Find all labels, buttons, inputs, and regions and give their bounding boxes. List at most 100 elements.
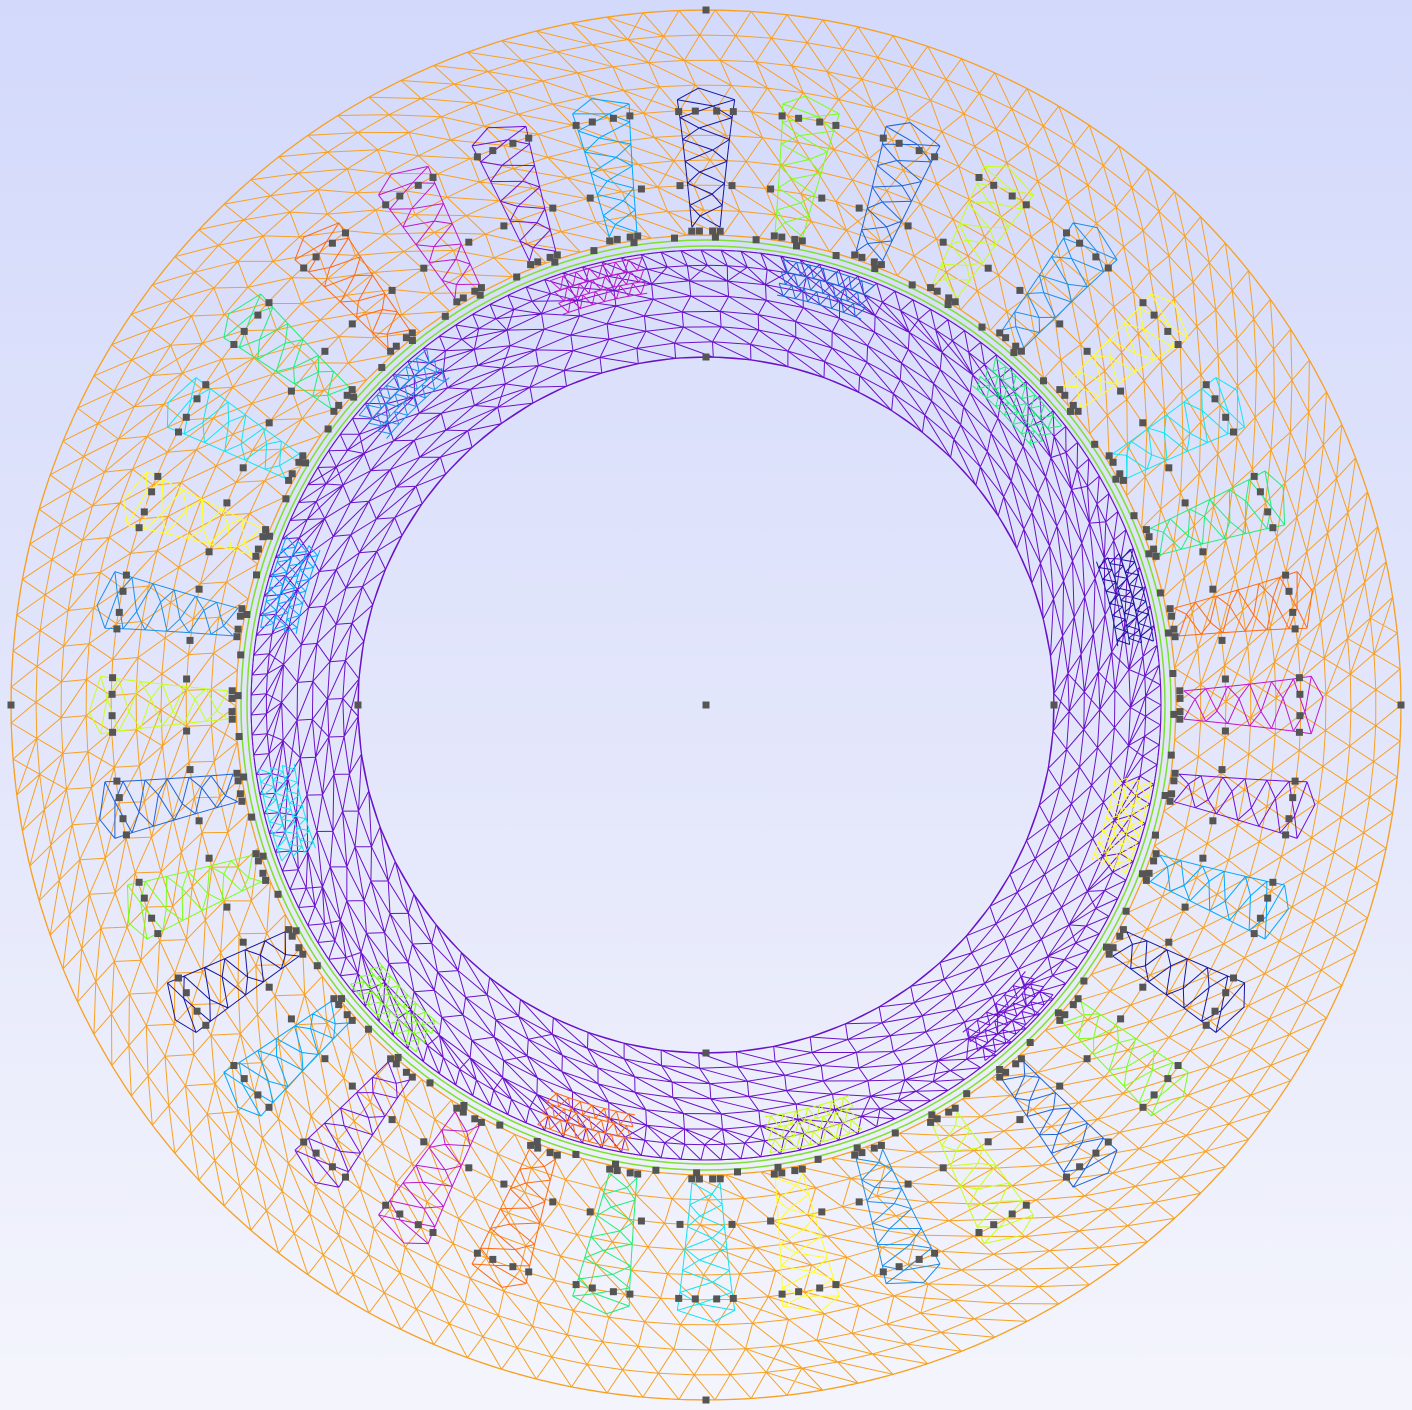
mesh-node[interactable] xyxy=(728,1220,736,1228)
mesh-node[interactable] xyxy=(551,258,559,266)
mesh-node[interactable] xyxy=(408,1073,416,1081)
mesh-node[interactable] xyxy=(963,1090,971,1098)
mesh-node[interactable] xyxy=(729,1294,737,1302)
mesh-node[interactable] xyxy=(990,181,998,189)
mesh-node[interactable] xyxy=(671,234,678,242)
mesh-node[interactable] xyxy=(140,894,148,902)
mesh-node[interactable] xyxy=(108,690,116,698)
mesh-node[interactable] xyxy=(496,1121,504,1129)
mesh-node[interactable] xyxy=(1142,526,1150,534)
mesh-node[interactable] xyxy=(534,258,542,266)
mesh-node[interactable] xyxy=(420,264,428,272)
mesh-node[interactable] xyxy=(1117,387,1125,395)
mesh-node[interactable] xyxy=(586,194,594,202)
mesh-node[interactable] xyxy=(348,1082,356,1090)
mesh-node[interactable] xyxy=(265,299,273,307)
mesh-node[interactable] xyxy=(1074,995,1082,1003)
mesh-node[interactable] xyxy=(939,238,947,246)
mesh-node[interactable] xyxy=(1165,464,1173,472)
mesh-node[interactable] xyxy=(274,890,282,898)
mesh-node[interactable] xyxy=(285,926,293,934)
mesh-node[interactable] xyxy=(1056,1016,1064,1024)
mesh-node[interactable] xyxy=(1222,989,1230,997)
mesh-node[interactable] xyxy=(626,1290,634,1298)
mesh-node[interactable] xyxy=(1122,907,1130,915)
mesh-node[interactable] xyxy=(239,938,247,946)
mesh-node[interactable] xyxy=(115,794,123,802)
mesh-node[interactable] xyxy=(1139,299,1147,307)
mesh-node[interactable] xyxy=(1105,452,1113,460)
mesh-node[interactable] xyxy=(1269,524,1277,532)
mesh-node[interactable] xyxy=(236,790,244,798)
mesh-node[interactable] xyxy=(342,229,349,237)
mesh-node[interactable] xyxy=(119,815,127,823)
mesh-node[interactable] xyxy=(202,381,210,389)
mesh-node[interactable] xyxy=(223,903,231,911)
mesh-node[interactable] xyxy=(870,258,878,266)
mesh-node[interactable] xyxy=(549,1198,557,1206)
mesh-node[interactable] xyxy=(795,1288,803,1296)
mesh-node[interactable] xyxy=(816,118,824,126)
mesh-node[interactable] xyxy=(265,419,273,427)
mesh-node[interactable] xyxy=(328,1163,336,1171)
mesh-node[interactable] xyxy=(335,1001,343,1009)
mesh-node[interactable] xyxy=(429,174,437,181)
mesh-node[interactable] xyxy=(441,312,449,320)
mesh-node[interactable] xyxy=(252,850,260,858)
mesh-node[interactable] xyxy=(1289,608,1297,616)
mesh-node[interactable] xyxy=(533,1138,541,1145)
mesh-node[interactable] xyxy=(1167,751,1175,759)
mesh-node[interactable] xyxy=(1199,548,1207,556)
mesh-node[interactable] xyxy=(675,1294,683,1302)
mesh-node[interactable] xyxy=(1181,499,1189,507)
mesh-node[interactable] xyxy=(1105,950,1113,958)
mesh-node[interactable] xyxy=(612,1160,619,1168)
mesh-node[interactable] xyxy=(1221,727,1229,735)
mesh-node[interactable] xyxy=(1116,470,1124,478)
mesh-node[interactable] xyxy=(778,1169,786,1177)
mesh-node[interactable] xyxy=(527,1141,535,1149)
mesh-node[interactable] xyxy=(1008,192,1016,200)
mesh-node[interactable] xyxy=(1022,201,1030,209)
mesh-node[interactable] xyxy=(1264,508,1272,516)
mesh-node[interactable] xyxy=(1002,334,1010,342)
mesh-node[interactable] xyxy=(676,182,684,190)
mesh-node[interactable] xyxy=(630,239,638,247)
mesh-node[interactable] xyxy=(927,284,935,292)
mesh-node[interactable] xyxy=(1170,625,1178,633)
mesh-node[interactable] xyxy=(870,1144,878,1152)
mesh-node[interactable] xyxy=(459,294,467,302)
mesh-node[interactable] xyxy=(408,337,416,344)
mesh-node[interactable] xyxy=(1010,349,1018,357)
mesh-node[interactable] xyxy=(1076,1163,1084,1171)
mesh-node[interactable] xyxy=(676,1220,684,1228)
mesh-node[interactable] xyxy=(233,633,241,641)
mesh-node[interactable] xyxy=(348,320,356,328)
mesh-node[interactable] xyxy=(818,194,826,202)
mesh-node[interactable] xyxy=(1104,1138,1112,1146)
mesh-node[interactable] xyxy=(933,287,941,295)
mesh-node[interactable] xyxy=(1017,1055,1025,1063)
mesh-node[interactable] xyxy=(473,153,481,161)
mesh-node[interactable] xyxy=(1139,419,1147,427)
mesh-node[interactable] xyxy=(236,612,244,620)
mesh-node[interactable] xyxy=(193,1007,201,1015)
mesh-node[interactable] xyxy=(1130,512,1138,520)
mesh-node[interactable] xyxy=(348,386,356,394)
mesh-node[interactable] xyxy=(240,1075,248,1083)
mesh-node[interactable] xyxy=(285,476,293,484)
mesh-node[interactable] xyxy=(252,552,260,560)
mesh-node[interactable] xyxy=(553,1151,561,1159)
mesh-node[interactable] xyxy=(713,107,721,115)
mesh-node[interactable] xyxy=(915,1255,923,1263)
mesh-node[interactable] xyxy=(500,1180,508,1188)
mesh-node[interactable] xyxy=(1176,708,1184,716)
mesh-node[interactable] xyxy=(1063,1173,1070,1181)
mesh-node[interactable] xyxy=(243,611,251,618)
mesh-node[interactable] xyxy=(1171,769,1179,777)
mesh-node[interactable] xyxy=(299,950,307,958)
mesh-node[interactable] xyxy=(394,1053,402,1061)
mesh-node[interactable] xyxy=(1285,815,1293,823)
mesh-node[interactable] xyxy=(1209,817,1217,825)
